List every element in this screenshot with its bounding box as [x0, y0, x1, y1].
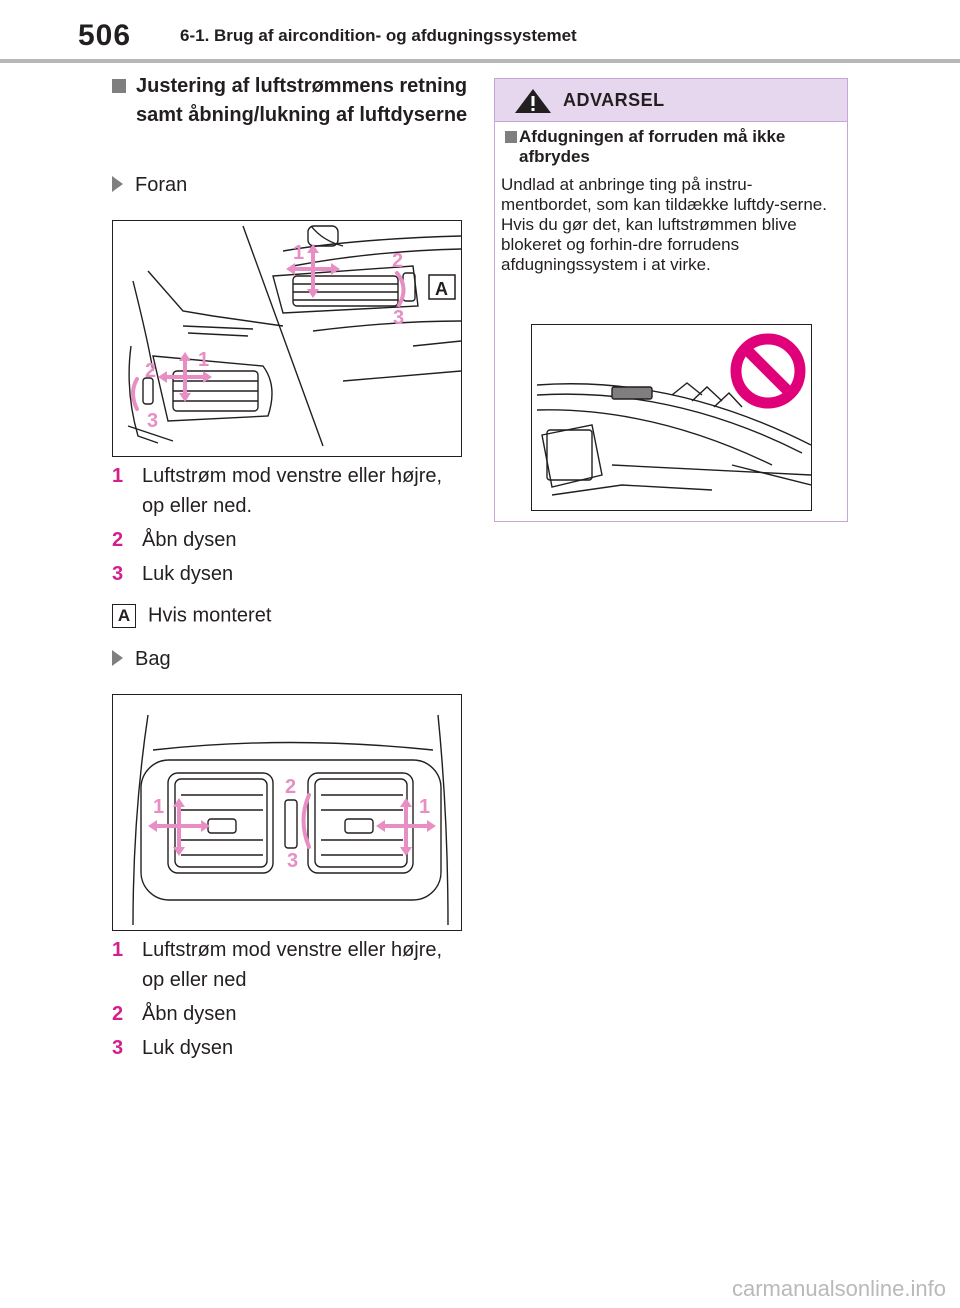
front-step-3: 3 Luk dysen	[112, 559, 462, 589]
page-number: 506	[78, 19, 132, 52]
front-label-2: 2	[392, 250, 403, 272]
subsection-front-label: Foran	[135, 174, 188, 196]
subsection-rear: Bag	[112, 648, 171, 671]
rear-label-3: 3	[287, 850, 298, 872]
front-label-3b: 3	[147, 410, 158, 432]
step-text: Luftstrøm mod venstre eller højre, op el…	[142, 465, 443, 517]
front-vents-drawing: 1 2 3 1 2 3 A	[127, 225, 462, 447]
section-heading: Justering af luftstrømmens retning samt …	[112, 72, 472, 130]
step-text: Åbn dysen	[142, 1003, 237, 1025]
front-label-a: A	[435, 279, 448, 299]
step-number: 1	[112, 939, 124, 961]
header-rule	[0, 59, 960, 63]
front-label-1: 1	[293, 242, 304, 264]
warning-box: ADVARSEL Afdugningen af forruden må ikke…	[494, 78, 848, 522]
step-number: 3	[112, 563, 124, 585]
warning-title: ADVARSEL	[563, 90, 665, 110]
section-heading-text: Justering af luftstrømmens retning samt …	[136, 75, 468, 126]
rear-vents-drawing: 1 2 3 1	[132, 714, 449, 926]
rear-label-1: 1	[153, 796, 164, 818]
triangle-bullet-icon	[112, 650, 123, 666]
front-label-3: 3	[393, 307, 404, 329]
triangle-bullet-icon	[112, 176, 123, 192]
front-label-2b: 2	[145, 360, 156, 382]
rear-vents-illustration: 1 2 3 1	[112, 694, 462, 931]
warning-body: Undlad at anbringe ting på instru-mentbo…	[501, 175, 827, 274]
dashboard-obstruction-illustration	[531, 324, 812, 511]
rear-step-2: 2 Åbn dysen	[112, 999, 462, 1029]
square-bullet-icon	[505, 131, 517, 143]
warning-header: ADVARSEL	[495, 79, 847, 122]
watermark: carmanualsonline.info	[731, 1276, 946, 1301]
rear-step-1: 1 Luftstrøm mod venstre eller højre, op …	[112, 935, 462, 995]
front-step-1: 1 Luftstrøm mod venstre eller højre, op …	[112, 461, 462, 521]
dashboard-drawing	[536, 333, 812, 496]
subsection-rear-label: Bag	[135, 648, 171, 670]
availability-marker: A	[112, 604, 136, 628]
step-text: Luftstrøm mod venstre eller højre, op el…	[142, 939, 443, 991]
availability-note: A Hvis monteret	[112, 604, 271, 628]
step-text: Åbn dysen	[142, 529, 237, 551]
step-number: 3	[112, 1037, 124, 1059]
rear-label-2: 2	[285, 776, 296, 798]
availability-text: Hvis monteret	[148, 604, 272, 627]
step-number: 2	[112, 1003, 124, 1025]
front-step-2: 2 Åbn dysen	[112, 525, 462, 555]
square-bullet-icon	[112, 79, 126, 93]
step-text: Luk dysen	[142, 1037, 234, 1059]
front-label-1b: 1	[198, 349, 209, 371]
page-header: 506 6-1. Brug af aircondition- og afdugn…	[0, 0, 960, 63]
warning-triangle-icon	[515, 89, 551, 113]
warning-subheading: Afdugningen af forruden må ikke afbrydes	[505, 127, 837, 167]
step-text: Luk dysen	[142, 563, 234, 585]
rear-label-1b: 1	[419, 796, 430, 818]
subsection-front: Foran	[112, 174, 187, 197]
front-vents-illustration: 1 2 3 1 2 3 A	[112, 220, 462, 457]
prohibited-icon	[730, 333, 806, 409]
chapter-title: 6-1. Brug af aircondition- og afdugnings…	[180, 26, 577, 45]
step-number: 2	[112, 529, 124, 551]
step-number: 1	[112, 465, 124, 487]
warning-subheading-text: Afdugningen af forruden må ikke afbrydes	[519, 127, 786, 166]
rear-step-3: 3 Luk dysen	[112, 1033, 462, 1063]
